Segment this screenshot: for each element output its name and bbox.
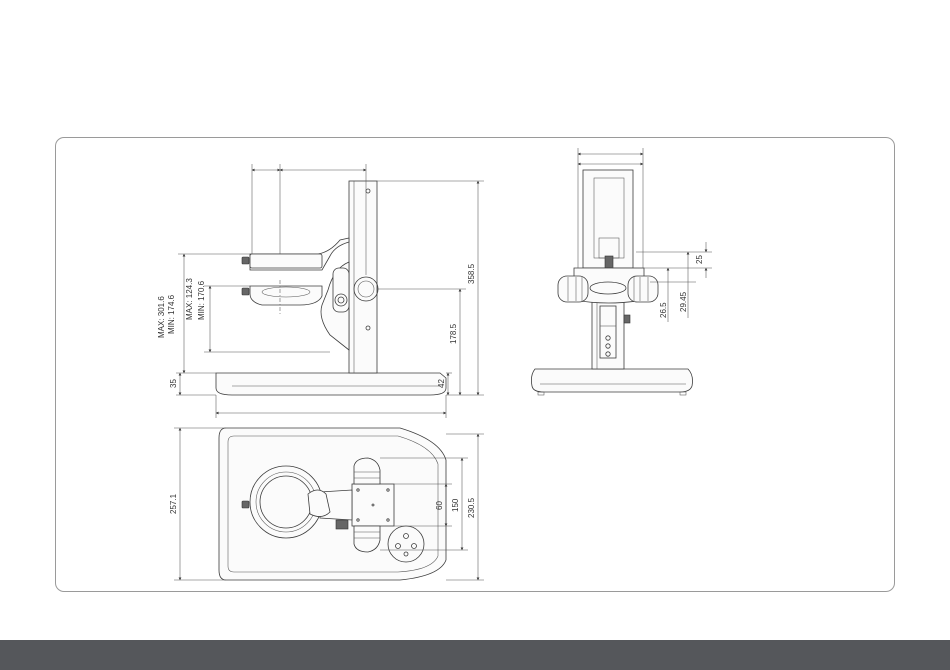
dim-min-inner: MIN: 170.6: [197, 280, 206, 320]
dim-depth: 257.1: [169, 493, 178, 514]
dim-top-offset: 25: [695, 255, 704, 264]
dim-inner-230: 230.5: [467, 497, 476, 518]
dim-inner-150: 150: [451, 498, 460, 512]
dim-base-height: 35: [169, 379, 178, 388]
dim-inner-60: 60: [435, 501, 444, 510]
top-view: 257.1 60 150 230.5: [169, 428, 484, 580]
dim-max-outer: MAX: 301.6: [157, 296, 166, 338]
dim-base-right: 42: [437, 379, 446, 388]
dim-mid-height: 178.5: [449, 323, 458, 344]
dim-min-outer: MIN: 174.6: [167, 294, 176, 334]
footer-bar: [0, 640, 950, 670]
side-view: MAX: 301.6 MIN: 174.6 MAX: 124.3 MIN: 17…: [157, 164, 484, 418]
dim-focus-left: 26.5: [659, 302, 668, 318]
dim-column-height: 358.5: [467, 263, 476, 284]
dim-max-inner: MAX: 124.3: [185, 278, 194, 320]
dim-focus-right: 29.45: [679, 291, 688, 312]
front-view: 25 26.5 29.45: [531, 148, 712, 395]
